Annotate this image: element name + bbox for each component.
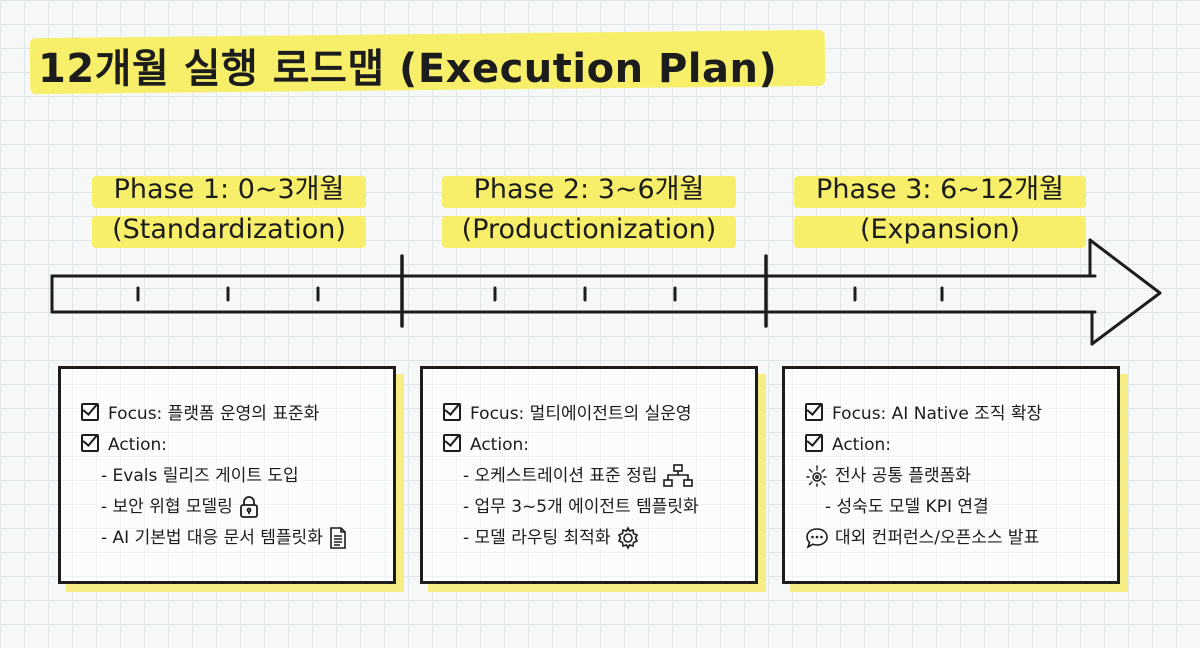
checkbox-icon [443, 434, 461, 452]
action-item-text: - Evals 릴리즈 게이트 도입 [101, 466, 299, 486]
card-3-action: Action: [805, 430, 1042, 461]
card-3-item-3: 대외 컨퍼런스/오픈소스 발표 [805, 523, 1042, 554]
card-2-item-1: - 오케스트레이션 표준 정립 [443, 461, 699, 492]
card-1-item-1: - Evals 릴리즈 게이트 도입 [81, 461, 347, 492]
sparkle-icon [806, 465, 828, 488]
phase-3-name: Phase 3: 6~12개월 [816, 174, 1064, 205]
lock-icon [239, 496, 258, 518]
action-label: Action: [108, 435, 167, 455]
checkbox-icon [443, 403, 461, 421]
flowchart-icon [663, 464, 694, 487]
card-3-item-2: - 성숙도 모델 KPI 연결 [805, 492, 1042, 523]
card-2-focus: Focus: 멀티에이전트의 실운영 [443, 399, 699, 430]
card-2-action: Action: [443, 430, 699, 461]
card-1-item-2: - 보안 위협 모델링 [81, 492, 347, 523]
phase-3-ticks [853, 286, 944, 302]
action-item-text: - 오케스트레이션 표준 정립 [463, 466, 658, 486]
card-3-focus: Focus: AI Native 조직 확장 [805, 399, 1042, 430]
phase-3-subtitle: (Expansion) [859, 214, 1021, 245]
card-3-item-1: 전사 공통 플랫폼화 [805, 461, 1042, 492]
phase-2-name: Phase 2: 3~6개월 [473, 174, 705, 205]
action-item-text: - 모델 라우팅 최적화 [463, 528, 611, 548]
phase-1-name: Phase 1: 0~3개월 [113, 174, 345, 205]
phase-1-subtitle: (Standardization) [112, 214, 346, 245]
phase-2-subtitle: (Productionization) [461, 214, 717, 245]
page-title: 12개월 실행 로드맵 (Execution Plan) [29, 24, 830, 96]
timeline-arrowhead [1088, 238, 1162, 346]
checkbox-icon [805, 403, 823, 421]
phase-1-label: Phase 1: 0~3개월 (Standardization) [92, 170, 366, 250]
action-label: Action: [832, 435, 891, 455]
action-label: Action: [470, 435, 529, 455]
phase-1-card: Focus: 플랫폼 운영의 표준화 Action: - Evals 릴리즈 게… [58, 366, 396, 584]
focus-text: Focus: 플랫폼 운영의 표준화 [108, 404, 320, 424]
chat-bubble-icon [806, 528, 828, 549]
phase-2-card: Focus: 멀티에이전트의 실운영 Action: - 오케스트레이션 표준 … [420, 366, 758, 584]
action-item-text: 전사 공통 플랫폼화 [835, 466, 971, 486]
action-item-text: - 업무 3~5개 에이전트 템플릿화 [463, 497, 699, 517]
timeline-arrowhead-base [1088, 238, 1094, 346]
checkbox-icon [805, 434, 823, 452]
phase-3-label: Phase 3: 6~12개월 (Expansion) [794, 170, 1086, 250]
card-1-focus: Focus: 플랫폼 운영의 표준화 [81, 399, 347, 430]
document-icon [330, 527, 346, 549]
card-2-item-2: - 업무 3~5개 에이전트 템플릿화 [443, 492, 699, 523]
gear-icon [618, 526, 639, 550]
phase-2-label: Phase 2: 3~6개월 (Productionization) [442, 170, 736, 250]
timeline-arrow [50, 238, 1162, 346]
card-2-item-3: - 모델 라우팅 최적화 [443, 523, 699, 554]
phase-2-ticks [493, 286, 677, 302]
action-item-text: 대외 컨퍼런스/오픈소스 발표 [835, 528, 1040, 548]
phase-3-card: Focus: AI Native 조직 확장 Action: 전사 공통 플랫폼… [782, 366, 1120, 584]
action-item-text: - 보안 위협 모델링 [101, 497, 233, 517]
title-text: 12개월 실행 로드맵 (Execution Plan) [38, 46, 778, 92]
action-item-text: - 성숙도 모델 KPI 연결 [825, 497, 989, 517]
phase-1-ticks [136, 286, 320, 302]
card-1-action: Action: [81, 430, 347, 461]
checkbox-icon [81, 403, 99, 421]
checkbox-icon [81, 434, 99, 452]
card-1-item-3: - AI 기본법 대응 문서 템플릿화 [81, 523, 347, 554]
action-item-text: - AI 기본법 대응 문서 템플릿화 [101, 528, 323, 548]
focus-text: Focus: AI Native 조직 확장 [832, 404, 1043, 424]
focus-text: Focus: 멀티에이전트의 실운영 [470, 404, 692, 424]
